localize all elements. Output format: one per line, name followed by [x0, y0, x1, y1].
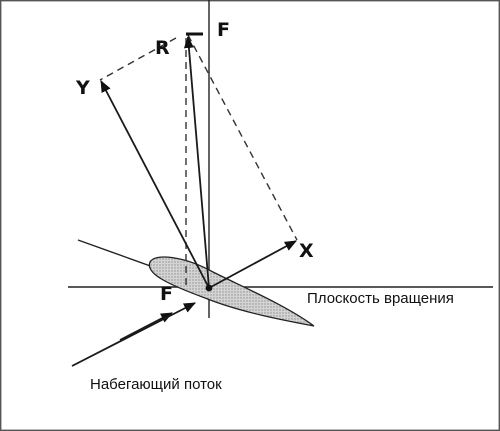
label-y: Y	[75, 77, 90, 99]
label-f-top: F	[217, 19, 230, 41]
vector-r	[183, 36, 210, 289]
dashed-r-to-y	[99, 37, 177, 81]
dashed-r-to-x	[187, 34, 298, 241]
flow-arrow-upper	[119, 312, 173, 341]
label-f-center: F	[160, 283, 173, 305]
label-incoming-flow: Набегающий поток	[90, 376, 222, 393]
pivot-point	[205, 284, 213, 292]
vector-x	[208, 240, 297, 289]
airfoil	[148, 256, 315, 327]
flow-arrow-lower	[71, 302, 196, 367]
label-rotation-plane: Плоскость вращения	[307, 290, 454, 307]
vector-y	[100, 80, 210, 289]
label-x: X	[299, 240, 314, 262]
label-r: R	[155, 37, 170, 59]
